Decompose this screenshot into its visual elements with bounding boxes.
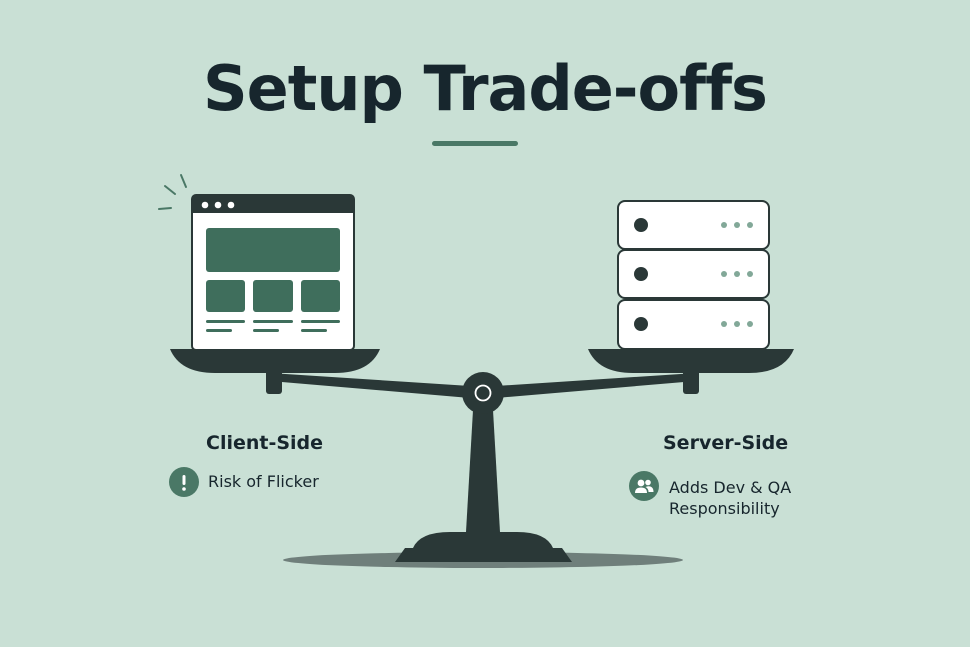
left-pan xyxy=(170,349,380,373)
server-unit-2 xyxy=(617,249,770,299)
scale-beam-right xyxy=(496,373,696,398)
scale-pillar xyxy=(466,410,500,532)
sparkle-icon xyxy=(158,174,187,210)
server-side-note: Adds Dev & QA Responsibility xyxy=(669,477,791,519)
exclamation-icon xyxy=(169,467,199,497)
server-side-note-line-2: Responsibility xyxy=(669,499,780,518)
page-title: Setup Trade-offs xyxy=(203,52,768,125)
browser-window-icon xyxy=(191,194,355,351)
server-side-note-line-1: Adds Dev & QA xyxy=(669,478,792,497)
pivot-ring xyxy=(474,384,492,402)
users-icon xyxy=(629,471,659,501)
right-pan xyxy=(588,349,794,373)
title-underline xyxy=(432,141,518,146)
client-side-note: Risk of Flicker xyxy=(208,472,319,491)
scale-base xyxy=(395,548,572,562)
client-side-heading: Client-Side xyxy=(206,432,324,454)
server-side-heading: Server-Side xyxy=(663,432,789,454)
scale-pivot xyxy=(462,372,504,414)
server-unit-1 xyxy=(617,200,770,250)
server-stack-icon xyxy=(617,200,770,350)
scale-base-top xyxy=(413,532,553,548)
server-unit-3 xyxy=(617,299,770,350)
scale-beam xyxy=(270,373,470,398)
